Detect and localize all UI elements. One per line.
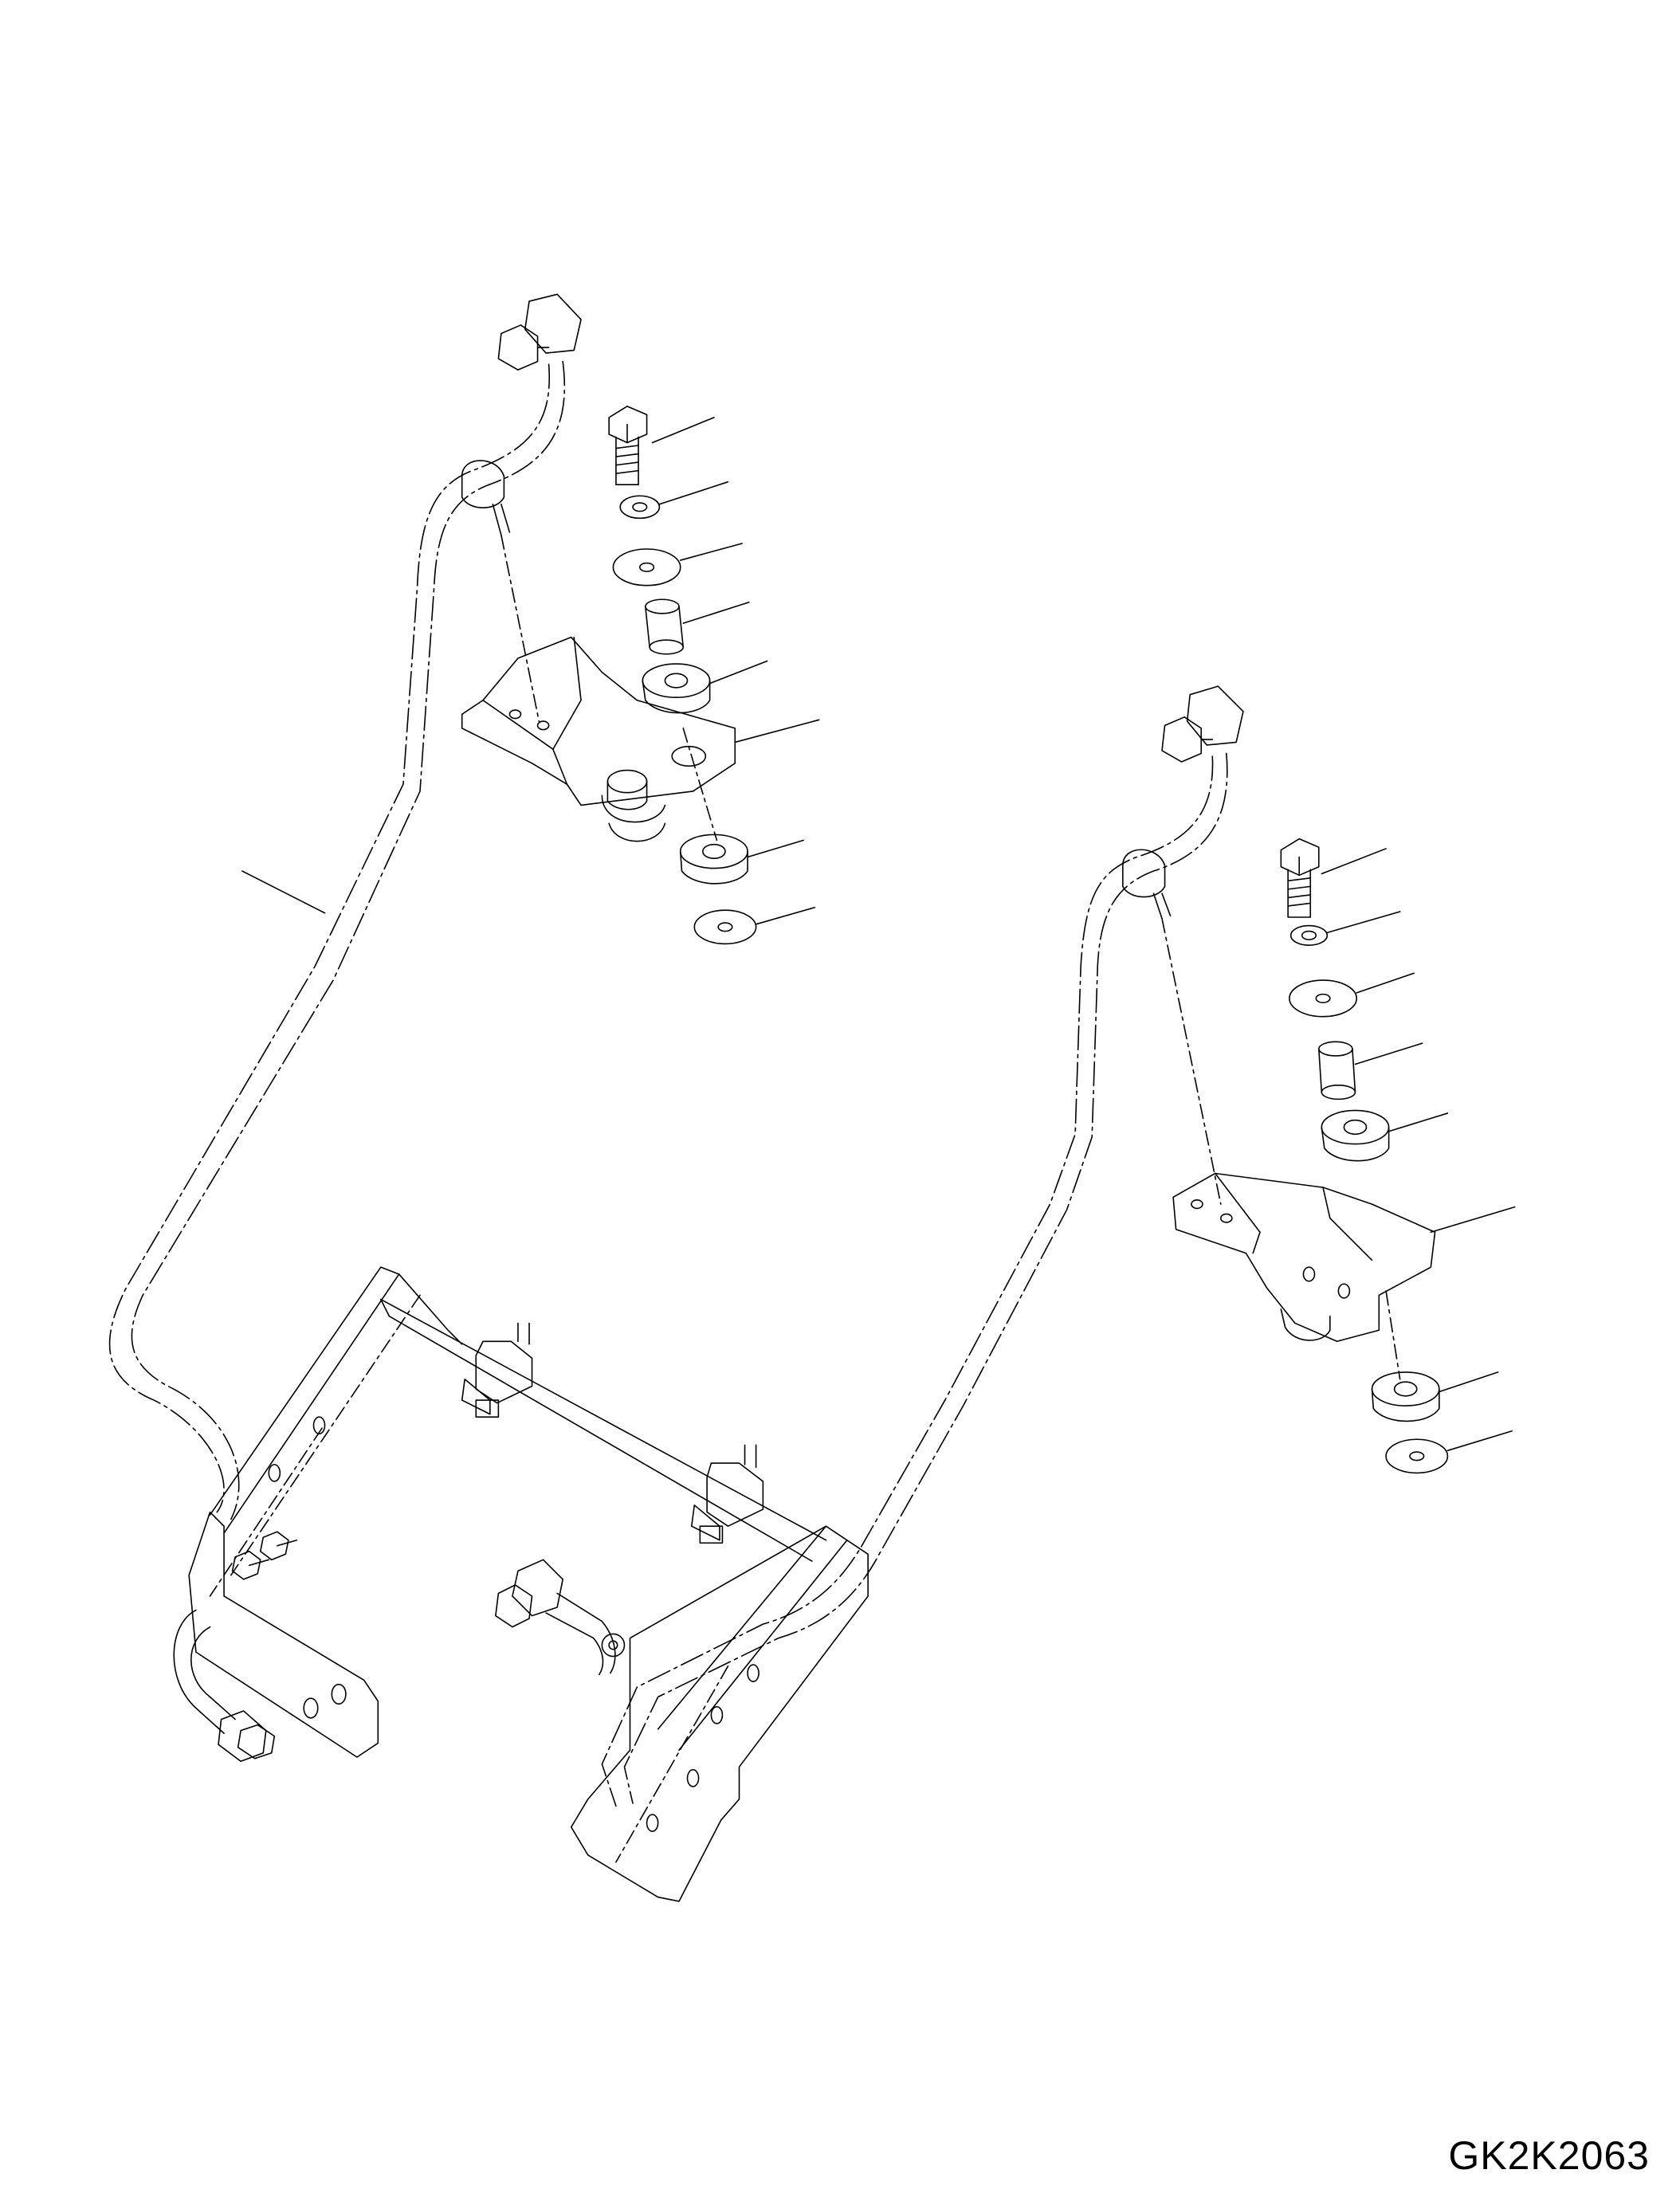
bottom-washer-right	[1386, 1439, 1447, 1473]
hose-right	[496, 686, 1243, 1806]
lock-washer-right	[1291, 926, 1328, 946]
right-mount-plate	[571, 1526, 868, 1901]
left-mount-plate	[189, 1512, 378, 1757]
bracket-left	[462, 638, 736, 842]
frame-assembly	[189, 1267, 868, 1901]
hose-fitting-top-left	[525, 294, 581, 353]
leader-hose-left	[242, 871, 325, 913]
left-mount-stack	[462, 406, 819, 944]
cross-bar	[381, 1300, 826, 1561]
flat-washer-right	[1289, 980, 1356, 1017]
hose-left	[110, 294, 581, 1761]
rubber-mount-right-lower	[1372, 1372, 1439, 1421]
bracket-right	[1173, 1173, 1435, 1341]
flat-washer-left	[613, 549, 680, 586]
left-plate-bolt	[233, 1532, 297, 1579]
rubber-mount-right-upper	[1321, 1110, 1388, 1160]
hose-clamp-left	[462, 461, 504, 508]
hose-clamp-right	[1123, 849, 1165, 896]
drawing-code: GK2K2063	[1448, 2133, 1650, 2178]
lock-washer-left	[620, 496, 659, 518]
hose-fitting-top-right	[1187, 686, 1243, 745]
hose-fitting-bottom-left	[218, 1711, 266, 1761]
bolt-right	[1281, 839, 1318, 917]
right-mount-stack	[1173, 839, 1515, 1473]
rubber-mount-left-upper	[642, 664, 709, 712]
spacer-left	[646, 599, 683, 654]
bolt-left	[609, 406, 646, 485]
bottom-washer-left	[694, 910, 756, 944]
hose-fitting-bottom-right	[512, 1559, 563, 1615]
rubber-mount-left-lower	[681, 834, 748, 883]
spacer-right	[1319, 1042, 1356, 1099]
